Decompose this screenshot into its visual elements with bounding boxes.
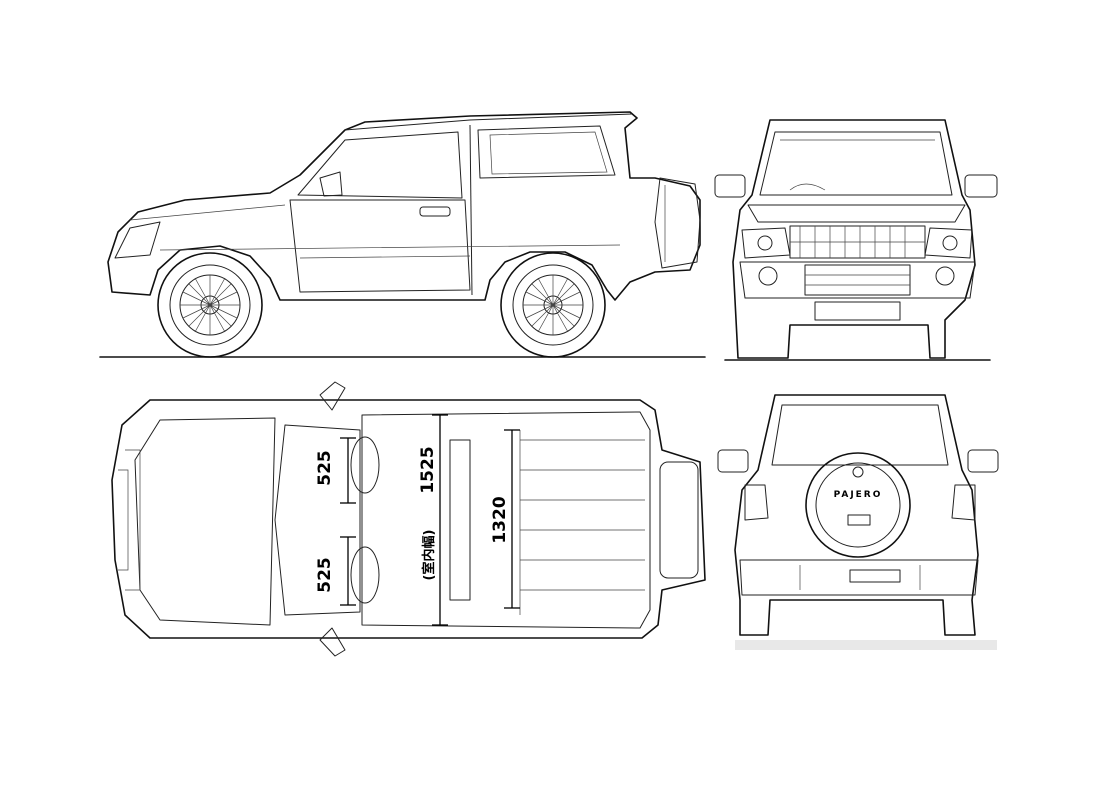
side-front-wheel: [157, 252, 263, 358]
top-hood: [134, 417, 276, 626]
rear-tow-hitch: [849, 569, 901, 583]
rear-plate-light: [847, 514, 871, 526]
front-body-outline: [732, 119, 976, 359]
front-windshield: [759, 131, 953, 196]
watermark: [735, 640, 997, 650]
front-right-foglight: [935, 266, 955, 286]
top-front-seat-left: [350, 436, 380, 494]
side-mirror: [319, 171, 343, 197]
rear-spare-tyre: [805, 452, 911, 558]
top-dimension-lines: [340, 414, 520, 626]
front-right-headlight: [924, 227, 973, 259]
dim-interior-width-note: (室内幅): [421, 530, 437, 581]
front-bumper: [739, 261, 976, 299]
top-right-mirror: [319, 627, 346, 657]
front-skid-plate: [814, 301, 901, 321]
side-spare-tyre: [654, 177, 701, 269]
rear-badge: PAJERO: [834, 490, 883, 500]
rear-left-mirror: [717, 449, 749, 473]
front-view: [714, 119, 998, 361]
side-body-outline: [107, 111, 701, 301]
top-left-mirror: [319, 381, 346, 411]
top-windshield: [274, 424, 361, 616]
front-lower-grille: [804, 264, 911, 296]
front-hood: [747, 204, 966, 223]
side-rear-window: [477, 125, 616, 179]
front-left-mirror: [714, 174, 746, 198]
front-left-headlight: [741, 227, 791, 259]
side-door-handle: [419, 206, 451, 217]
rear-right-mirror: [967, 449, 999, 473]
top-view: 525 525 1525 (室内幅) 1320: [111, 381, 706, 657]
side-headlight: [114, 221, 161, 259]
side-front-window: [297, 131, 463, 199]
dim-interior-width-label: 1525: [418, 446, 438, 493]
top-body-outline: [111, 399, 706, 639]
top-front-seat-right: [350, 546, 380, 604]
side-rear-wheel: [500, 252, 606, 358]
rear-right-taillight: [951, 484, 976, 521]
rear-bumper: [739, 559, 979, 596]
side-door: [289, 199, 471, 293]
top-roof: [361, 411, 651, 629]
side-roof-rail: [344, 113, 633, 131]
front-left-foglight: [758, 266, 778, 286]
top-spare-tyre: [659, 461, 699, 579]
dim-seat-front-label: 525: [315, 450, 335, 486]
rear-body-outline: [734, 394, 979, 636]
dim-seat-rear-label: 525: [315, 557, 335, 593]
rear-view: PAJERO: [717, 394, 999, 636]
rear-left-taillight: [744, 484, 769, 521]
rear-window: [771, 404, 949, 466]
side-view: [99, 111, 706, 358]
front-right-mirror: [964, 174, 998, 198]
dim-rear-width-label: 1320: [490, 496, 510, 543]
top-rear-seat: [449, 439, 471, 601]
